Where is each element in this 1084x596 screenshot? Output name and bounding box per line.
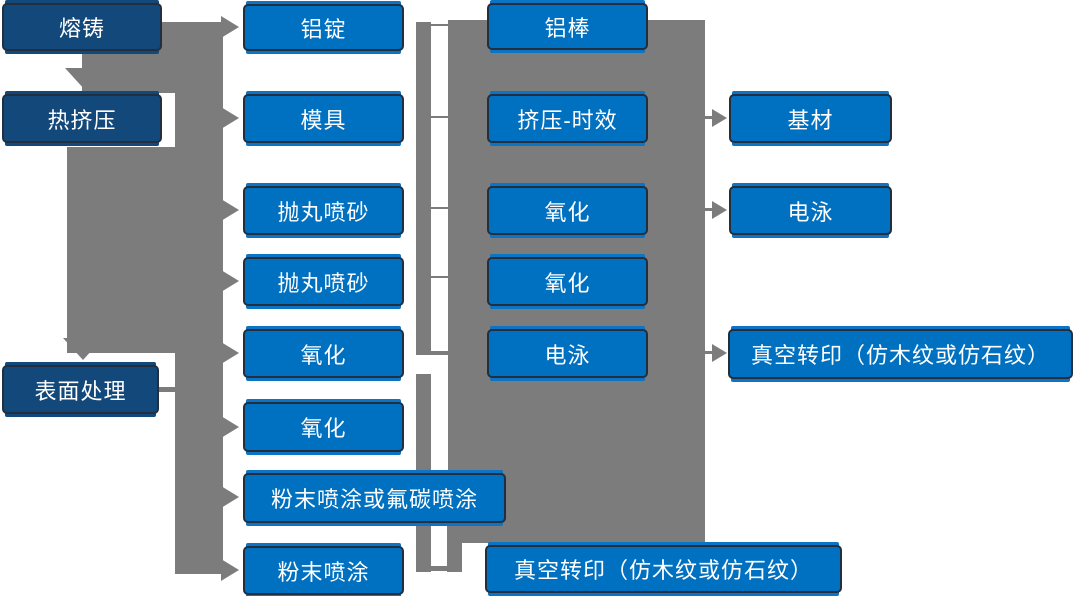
arrowhead-to-vacuum-transfer-printing-2 <box>712 344 727 362</box>
node-oxidation-4: 氧化 <box>487 257 648 306</box>
arrowhead-to-powder-coating <box>221 559 239 581</box>
arrowhead-to-aluminum-ingot <box>221 16 239 38</box>
arrowhead-to-shot-blasting-1 <box>221 199 239 221</box>
node-oxidation-2: 氧化 <box>243 402 404 452</box>
node-vacuum-transfer-printing-2: 真空转印（仿木纹或仿石纹） <box>728 329 1073 379</box>
connector-stem-to-vacuum-transfer-printing-2 <box>705 351 713 354</box>
arrowhead-to-shot-blasting-2 <box>221 270 239 292</box>
arrowhead-down-to-hot-extrusion <box>65 68 105 90</box>
node-shot-blasting-2: 抛丸喷砂 <box>243 257 404 306</box>
connector-link-row1 <box>431 24 448 26</box>
connector-link-row2 <box>431 116 448 118</box>
node-aluminum-ingot: 铝锭 <box>243 4 404 51</box>
connector-stem-to-electrophoresis-2 <box>705 208 713 211</box>
arrowhead-to-oxidation-2 <box>221 416 239 438</box>
connector-stem-to-base-material <box>705 116 713 119</box>
arrowhead-down-to-surface-treatment <box>63 338 103 360</box>
node-oxidation-3: 氧化 <box>487 186 648 235</box>
arrowhead-to-powder-or-fluorocarbon-coating <box>221 486 239 508</box>
node-mold: 模具 <box>243 94 404 143</box>
node-aluminum-rod: 铝棒 <box>487 3 648 50</box>
connector-link-bottom <box>431 566 448 571</box>
node-base-material: 基材 <box>729 94 892 143</box>
connector-link-row4 <box>431 276 448 278</box>
node-hot-extrusion: 热挤压 <box>2 94 162 143</box>
node-oxidation-1: 氧化 <box>243 329 404 378</box>
arrowhead-to-base-material <box>712 109 727 127</box>
arrowhead-to-mold <box>221 107 239 129</box>
arrowhead-to-oxidation-1 <box>221 342 239 364</box>
connector-surface-treatment-stub <box>158 387 178 392</box>
node-shot-blasting-1: 抛丸喷砂 <box>243 186 404 235</box>
node-electrophoresis-1: 电泳 <box>487 329 648 378</box>
connector-link-row3 <box>431 207 448 209</box>
node-vacuum-transfer-printing-1: 真空转印（仿木纹或仿石纹） <box>485 545 842 593</box>
node-powder-or-fluorocarbon-coating: 粉末喷涂或氟碳喷涂 <box>243 473 506 523</box>
node-surface-treatment: 表面处理 <box>2 365 159 414</box>
connector-left-trunk <box>175 22 223 574</box>
arrowhead-to-electrophoresis-2 <box>712 201 727 219</box>
node-electrophoresis-2: 电泳 <box>729 186 892 235</box>
node-melt-casting: 熔铸 <box>2 3 162 51</box>
node-powder-coating: 粉末喷涂 <box>243 546 404 595</box>
node-extrusion-aging: 挤压-时效 <box>487 94 648 143</box>
connector-mid-bar-upper <box>416 22 431 355</box>
connector-link-row5 <box>431 351 448 355</box>
